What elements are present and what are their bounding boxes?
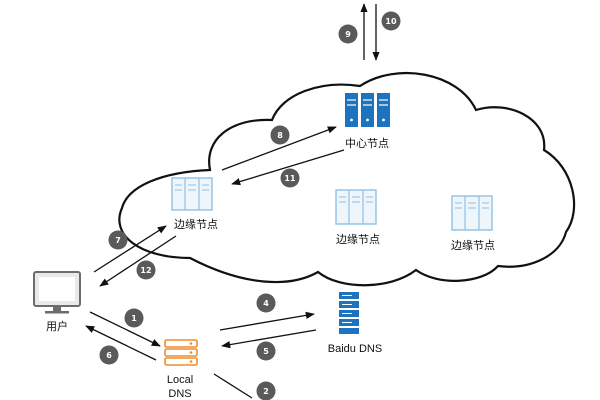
arrow-7	[93, 225, 167, 273]
step-badges: 9 10 8 11 7 12 1 6	[99, 11, 401, 400]
center-node: 中心节点	[345, 93, 390, 150]
svg-text:11: 11	[284, 174, 296, 183]
step-badge-12: 12	[136, 260, 156, 280]
user-label: 用户	[46, 319, 68, 333]
server-rack-icon	[339, 292, 359, 334]
edge-node-right-label: 边缘节点	[451, 239, 495, 252]
step-badge-8: 8	[270, 125, 290, 145]
server-icon	[171, 177, 213, 211]
server-icon	[335, 189, 377, 225]
svg-text:2: 2	[263, 387, 269, 396]
edge-node-middle: 边缘节点	[335, 189, 380, 246]
server-stack-icon	[164, 339, 198, 366]
user-node: 用户	[33, 271, 81, 333]
edge-node-right: 边缘节点	[451, 195, 495, 252]
baidu-dns-label: Baidu DNS	[328, 343, 382, 355]
svg-text:12: 12	[140, 266, 151, 275]
local-dns-label-line2: DNS	[168, 388, 191, 400]
svg-text:6: 6	[106, 351, 112, 360]
step-badge-4: 4	[256, 293, 276, 313]
arrow-8	[221, 126, 337, 171]
edge-node-left: 边缘节点	[171, 177, 218, 231]
step-badge-6: 6	[99, 345, 119, 365]
center-node-label: 中心节点	[345, 137, 389, 150]
step-badge-11: 11	[280, 168, 300, 188]
step-badge-9: 9	[338, 24, 358, 44]
arrow-4	[219, 311, 315, 331]
baidu-dns-node: Baidu DNS	[328, 292, 382, 355]
edge-node-left-label: 边缘节点	[174, 218, 218, 231]
svg-text:8: 8	[277, 131, 283, 140]
step-badge-1: 1	[124, 308, 144, 328]
edge-node-middle-label: 边缘节点	[336, 233, 380, 246]
local-dns-label-line1: Local	[167, 374, 193, 386]
arrow-5	[221, 329, 317, 349]
arrow-12	[99, 235, 177, 287]
step-badge-5: 5	[256, 341, 276, 361]
arrows	[85, 3, 380, 399]
step-badge-7: 7	[108, 230, 128, 250]
arrow-6	[85, 325, 157, 361]
svg-text:9: 9	[345, 30, 351, 39]
server-icon	[451, 195, 493, 231]
arrow-11	[231, 149, 345, 186]
arrow-1	[89, 311, 161, 347]
server-icon	[345, 93, 390, 127]
svg-text:10: 10	[385, 17, 397, 26]
svg-text:5: 5	[263, 347, 269, 356]
arrow-2	[213, 373, 253, 399]
local-dns-node: Local DNS	[164, 339, 198, 400]
step-badge-2: 2	[256, 381, 276, 400]
monitor-icon	[33, 271, 81, 314]
cloud-shape	[118, 71, 576, 287]
svg-text:1: 1	[131, 314, 137, 323]
step-badge-10: 10	[381, 11, 401, 31]
svg-text:7: 7	[115, 236, 121, 245]
svg-text:4: 4	[263, 299, 269, 308]
